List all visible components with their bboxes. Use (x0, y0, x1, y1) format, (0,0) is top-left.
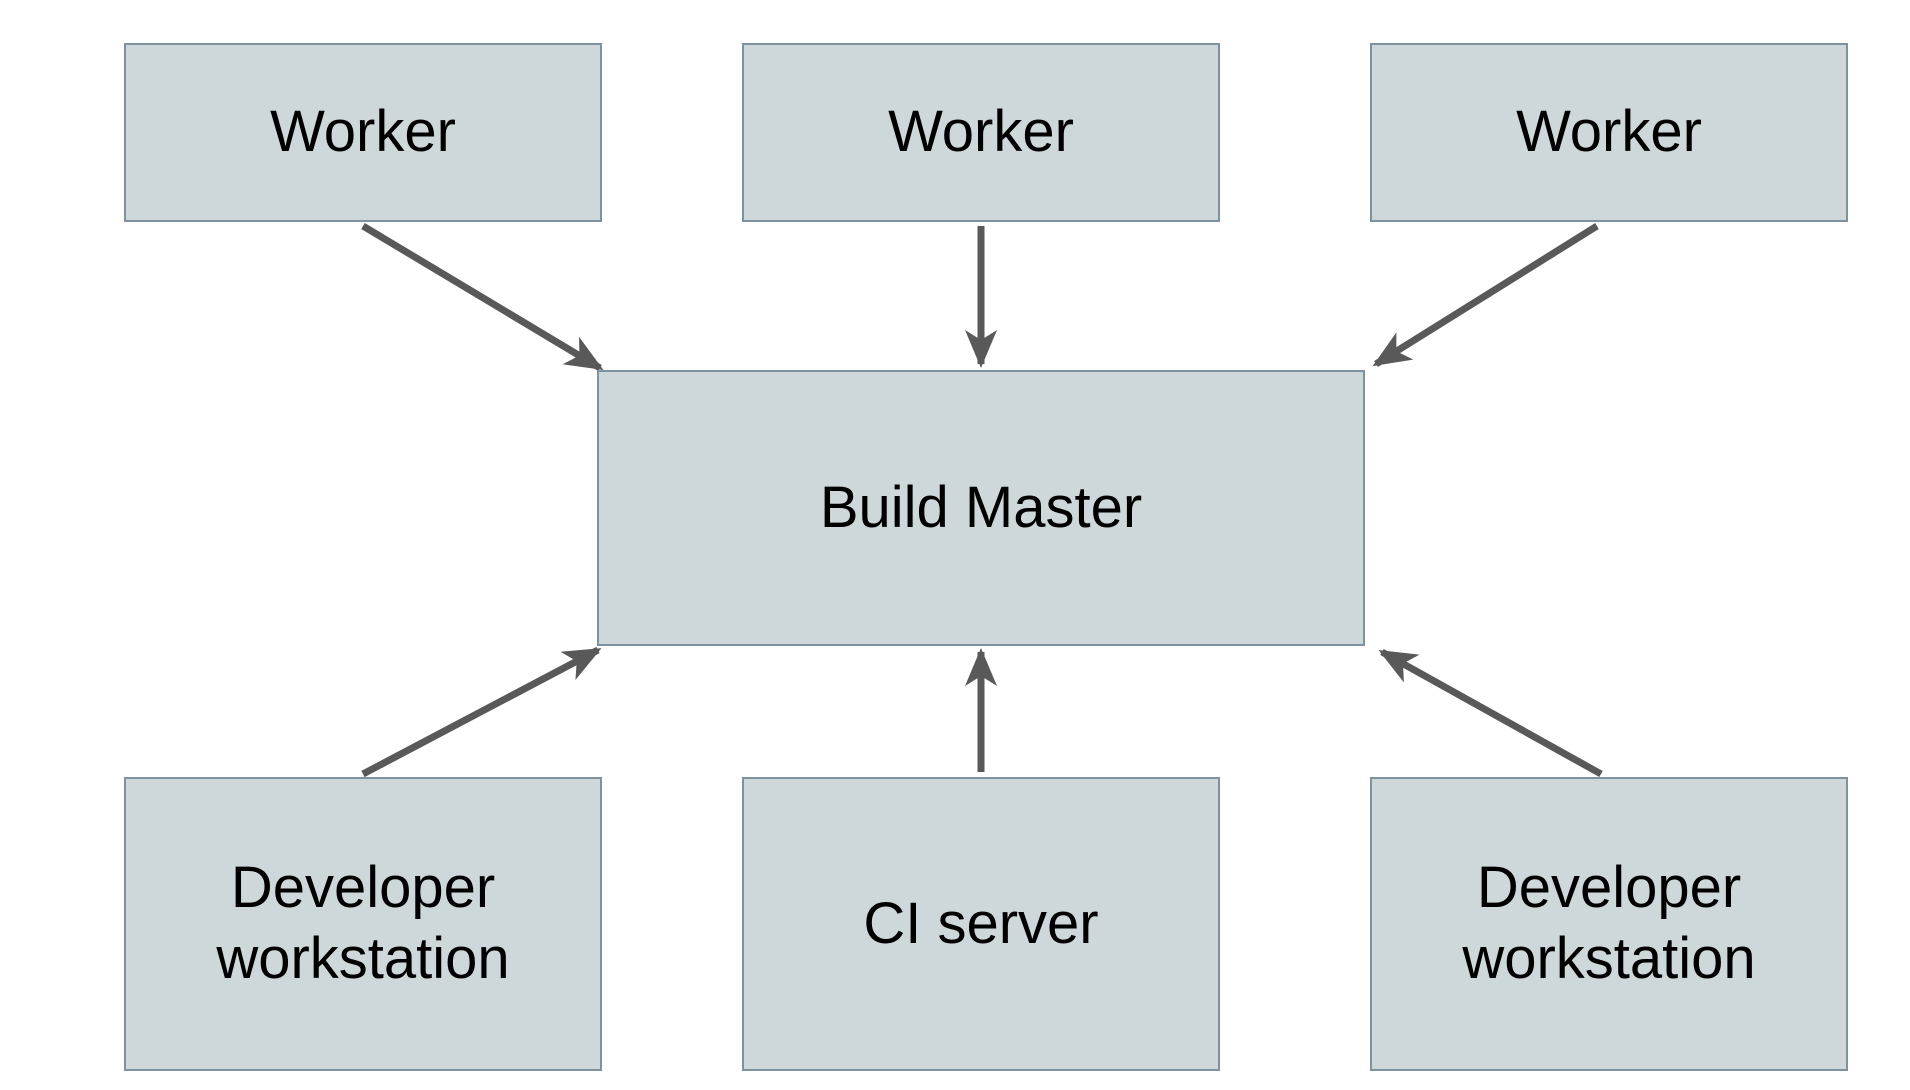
node-worker-2: Worker (742, 43, 1220, 222)
arrow-devwsleft-to-buildmaster (361, 646, 602, 778)
node-worker-3: Worker (1370, 43, 1848, 222)
node-worker-3-label: Worker (1516, 99, 1702, 165)
node-worker-1-label: Worker (270, 99, 456, 165)
node-ci-server-label: CI server (863, 890, 1099, 956)
node-worker-1: Worker (124, 43, 602, 222)
node-ci-server: CI server (742, 777, 1220, 1071)
node-build-master-label: Build Master (819, 474, 1143, 540)
node-developer-workstation-left-label: Developer workstation (216, 855, 510, 991)
arrow-devwsright-to-buildmaster (1378, 648, 1603, 778)
node-developer-workstation-right-label: Developer workstation (1462, 855, 1756, 991)
arrow-worker1-to-buildmaster (361, 222, 604, 372)
arrow-worker3-to-buildmaster (1372, 223, 1599, 367)
node-build-master: Build Master (597, 370, 1365, 646)
node-developer-workstation-left: Developer workstation (124, 777, 602, 1071)
node-worker-2-label: Worker (888, 99, 1074, 165)
node-developer-workstation-right: Developer workstation (1370, 777, 1848, 1071)
